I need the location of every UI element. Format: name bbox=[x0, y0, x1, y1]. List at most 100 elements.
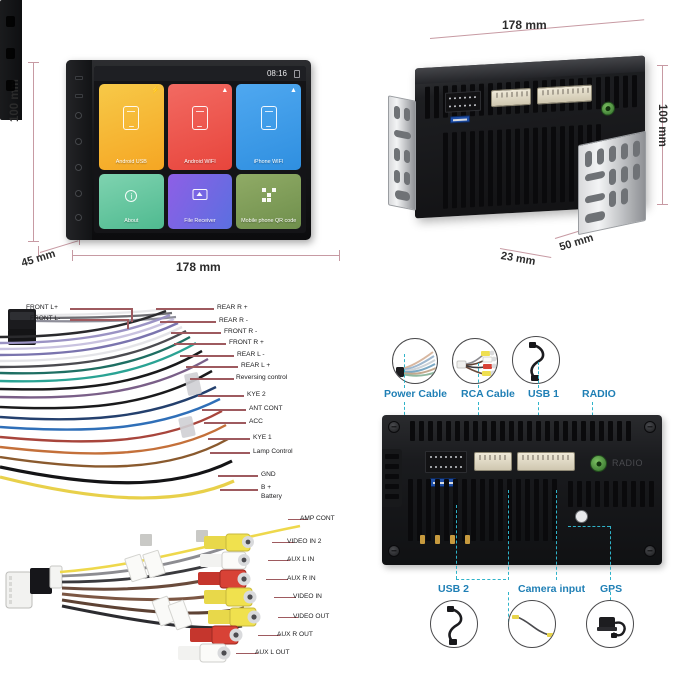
phone-icon bbox=[123, 106, 140, 131]
mounting-bracket-left bbox=[388, 95, 416, 211]
leader-aux-r-in bbox=[266, 579, 288, 581]
dash-gps-to-jack bbox=[568, 526, 610, 527]
width-dimension-line bbox=[72, 255, 340, 256]
phone-icon bbox=[260, 106, 277, 131]
front-bezel-left bbox=[66, 60, 92, 240]
camera-wire-icon bbox=[508, 600, 556, 648]
screw-top-right bbox=[644, 421, 656, 433]
rear-height-tick-top bbox=[657, 65, 668, 66]
tile-label: iPhone WIFI bbox=[253, 158, 284, 165]
callout-gps: GPS bbox=[600, 583, 623, 595]
leader-video-in bbox=[274, 597, 296, 599]
rca-label-aux-l-in: AUX L IN bbox=[287, 556, 315, 563]
rear-height-dimension-line bbox=[662, 65, 663, 205]
status-clock: 08:16 bbox=[266, 69, 287, 78]
wire-label-ant-cont: ANT CONT bbox=[249, 405, 283, 412]
rca-label-video-out: VIDEO OUT bbox=[293, 613, 330, 620]
leader-front-l-minus bbox=[70, 319, 128, 321]
rear-radio-jack[interactable] bbox=[590, 455, 607, 472]
leader-front-l-plus bbox=[70, 308, 132, 310]
tile-label: Mobile phone QR code bbox=[241, 218, 297, 225]
wifi-icon: ▲ bbox=[290, 87, 297, 94]
height-dimension-tick-bottom bbox=[28, 241, 39, 242]
rca-plug-video-in bbox=[204, 587, 257, 607]
dash-usb2-to-port bbox=[456, 579, 506, 580]
touchscreen[interactable]: 08:16 ⚡ Android USB ▲ Android WIFI bbox=[94, 66, 306, 233]
screw-top-left bbox=[388, 421, 400, 433]
wire-label-front-r-plus: FRONT R + bbox=[229, 339, 264, 346]
volume-down-button[interactable] bbox=[75, 214, 82, 221]
leader-rear-l-minus bbox=[180, 355, 234, 357]
tile-label: About bbox=[124, 218, 139, 225]
tile-android-wifi[interactable]: ▲ Android WIFI bbox=[167, 84, 233, 170]
radio-silkscreen-label: RADIO bbox=[612, 458, 644, 468]
home-tile-grid: ⚡ Android USB ▲ Android WIFI ▲ iPhone WI… bbox=[99, 84, 301, 229]
leader-front-r-plus bbox=[174, 343, 226, 345]
tile-file-receiver[interactable]: File Receiver bbox=[167, 173, 233, 229]
radio-antenna-jack[interactable] bbox=[601, 101, 615, 117]
rear-white-connector-2[interactable] bbox=[517, 452, 575, 471]
rca-plug-video-in-2 bbox=[204, 533, 254, 552]
leader-lamp-control bbox=[210, 452, 250, 454]
rear-connector-area bbox=[445, 79, 615, 129]
rear-flat-vent-top bbox=[410, 421, 631, 441]
usb-cable-icon-2 bbox=[430, 600, 478, 648]
wire-label-gnd: GND bbox=[261, 471, 276, 478]
tile-label: File Receiver bbox=[184, 218, 216, 225]
rear-flat-side-vent bbox=[382, 449, 402, 507]
leader-front-r-minus bbox=[171, 332, 221, 334]
home-button[interactable] bbox=[75, 138, 82, 145]
white-connector-1[interactable] bbox=[491, 87, 531, 108]
wire-label-rear-r-minus: REAR R - bbox=[219, 317, 248, 324]
rear-height-dimension: 100 mm bbox=[656, 104, 668, 147]
height-dimension-tick-top bbox=[28, 62, 39, 63]
wire-label-b-plus: B + bbox=[261, 484, 272, 491]
wire-label-battery: Battery bbox=[261, 493, 282, 500]
dash-usb1-up bbox=[538, 362, 539, 388]
mounting-bracket-right bbox=[578, 130, 646, 236]
rca-harness-illustration bbox=[5, 524, 301, 663]
qr-code-icon bbox=[261, 188, 276, 203]
rear-gps-jack[interactable] bbox=[575, 510, 588, 523]
dash-gps-down bbox=[610, 526, 611, 580]
wire-label-acc: ACC bbox=[249, 418, 263, 425]
wire-label-front-l-plus: FRONT L+ bbox=[26, 304, 58, 311]
tile-iphone-wifi[interactable]: ▲ iPhone WIFI bbox=[236, 84, 301, 170]
wire-label-front-l-minus: FRONT L- bbox=[30, 315, 61, 322]
bezel-indicator-2[interactable] bbox=[75, 94, 83, 98]
screw-bottom-right bbox=[644, 545, 656, 557]
tile-mobile-qr-code[interactable]: Mobile phone QR code bbox=[236, 173, 301, 229]
wire-label-lamp-control: Lamp Control bbox=[253, 448, 293, 455]
gps-antenna-icon bbox=[586, 600, 634, 648]
usb-port[interactable] bbox=[450, 115, 470, 124]
volume-up-button[interactable] bbox=[75, 190, 82, 197]
dash-camera-input-down bbox=[508, 592, 509, 622]
rear-flat-vent-right bbox=[568, 481, 654, 507]
connection-map-panel: Power Cable RCA Cable USB 1 RADIO bbox=[360, 330, 700, 700]
rca-plug-aux-r-out bbox=[190, 625, 243, 645]
back-button[interactable] bbox=[75, 164, 82, 171]
power-button[interactable] bbox=[75, 112, 82, 119]
power-connector-socket[interactable] bbox=[445, 90, 481, 113]
tile-label: Android USB bbox=[115, 158, 147, 165]
wire-label-front-r-minus: FRONT R - bbox=[224, 328, 258, 335]
bezel-indicator-1[interactable] bbox=[75, 76, 83, 80]
dash-power-cable-up bbox=[404, 354, 405, 388]
tile-android-usb[interactable]: ⚡ Android USB bbox=[99, 84, 164, 170]
rear-flat-heatsink bbox=[408, 479, 557, 541]
rca-label-video-in-2: VIDEO IN 2 bbox=[287, 538, 322, 545]
file-inbox-icon bbox=[192, 189, 208, 201]
callout-rca-cable: RCA Cable bbox=[461, 388, 515, 400]
wire-harness-illustration bbox=[0, 307, 235, 500]
rear-white-connector-1[interactable] bbox=[474, 452, 512, 471]
rear-height-tick-bottom bbox=[657, 204, 668, 205]
tile-about[interactable]: i About bbox=[99, 173, 164, 229]
leader-rear-r-minus bbox=[160, 321, 216, 323]
rear-power-socket[interactable] bbox=[425, 451, 467, 473]
white-connector-2[interactable] bbox=[537, 84, 592, 105]
callout-power-cable: Power Cable bbox=[384, 388, 448, 400]
wire-label-kye-2: KYE 2 bbox=[247, 391, 266, 398]
callout-usb-1: USB 1 bbox=[528, 388, 559, 400]
leader-aux-l-out bbox=[236, 653, 258, 655]
chassis-side bbox=[0, 0, 22, 120]
